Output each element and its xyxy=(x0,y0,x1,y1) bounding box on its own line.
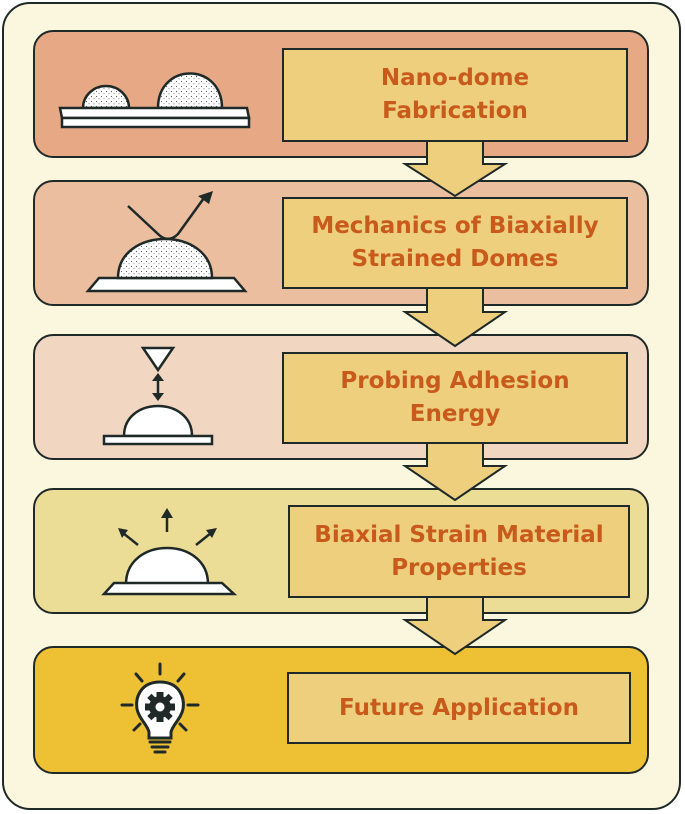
probe-tip-dome-icon xyxy=(102,346,214,446)
arrow-2-icon xyxy=(401,287,509,348)
nano-domes-icon xyxy=(58,72,251,129)
step-label-box-3: Probing Adhesion Energy xyxy=(282,352,628,444)
step-label-5: Future Application xyxy=(339,694,579,721)
curved-path-dome-icon xyxy=(85,191,248,293)
step-label-2: Mechanics of Biaxially Strained Domes xyxy=(311,213,599,272)
strain-arrows-dome-icon xyxy=(101,508,238,596)
arrow-1-icon xyxy=(401,139,509,198)
lightbulb-gear-icon xyxy=(120,662,200,754)
step-label-4: Biaxial Strain Material Properties xyxy=(314,521,604,581)
step-label-box-4: Biaxial Strain Material Properties xyxy=(288,505,630,598)
step-label-box-5: Future Application xyxy=(287,672,631,744)
step-label-1: Nano-dome Fabrication xyxy=(380,65,530,124)
arrow-3-icon xyxy=(401,441,509,502)
step-label-box-1: Nano-dome Fabrication xyxy=(282,48,628,142)
step-label-3: Probing Adhesion Energy xyxy=(340,368,570,427)
step-label-box-2: Mechanics of Biaxially Strained Domes xyxy=(282,197,628,289)
arrow-4-icon xyxy=(401,595,509,656)
